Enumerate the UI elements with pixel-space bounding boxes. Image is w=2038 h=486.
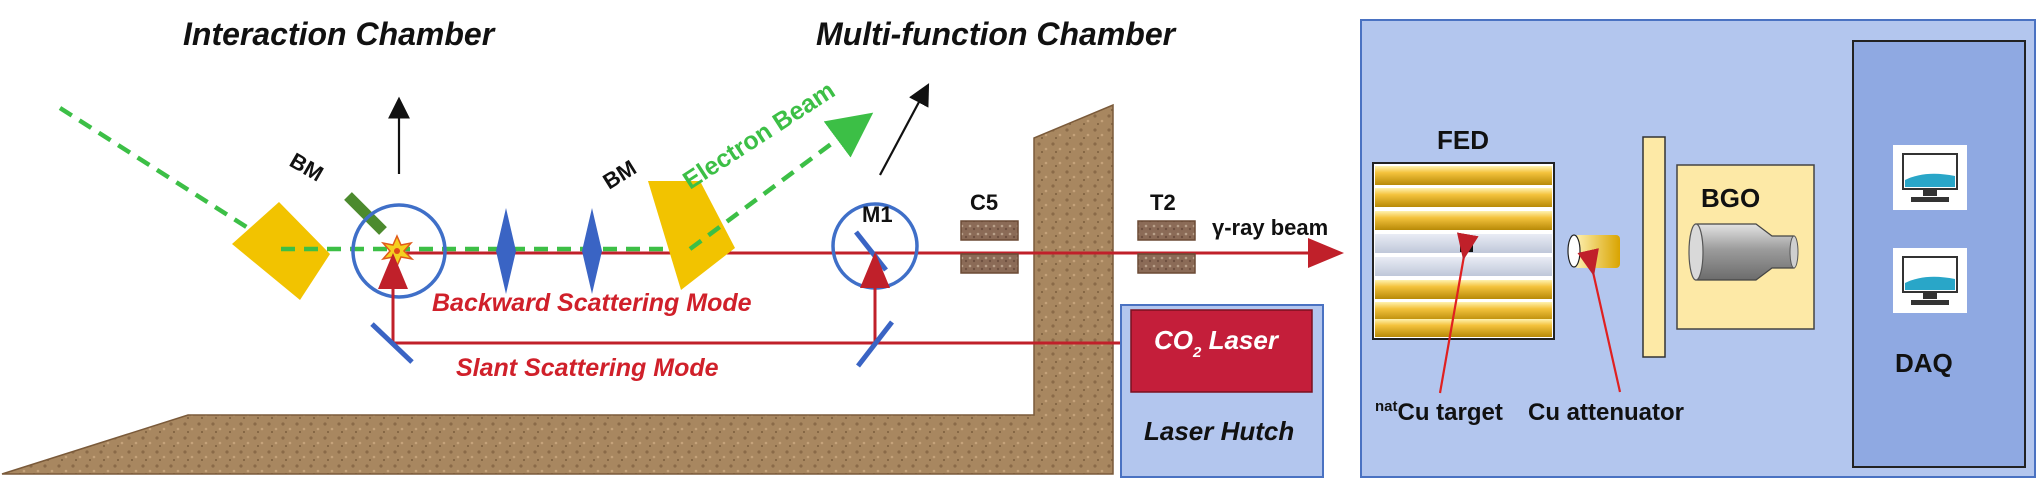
electron-beam-label: Electron Beam bbox=[678, 76, 840, 195]
electron-beam-incoming bbox=[58, 106, 283, 251]
daq-label: DAQ bbox=[1895, 348, 1953, 378]
backward-scattering-mode-label: Backward Scattering Mode bbox=[432, 289, 752, 317]
attenuator-pointer-line bbox=[1577, 248, 1622, 393]
arrow-up-icon bbox=[879, 83, 930, 176]
bending-magnet-right bbox=[648, 181, 735, 290]
collimator-t2-bottom bbox=[1137, 253, 1196, 274]
monitor-icon bbox=[1893, 248, 1967, 313]
bgo-label: BGO bbox=[1701, 183, 1760, 213]
electron-beam-outgoing bbox=[688, 112, 874, 251]
multifunction-chamber-title: Multi-function Chamber bbox=[816, 16, 1177, 52]
lens-1 bbox=[496, 208, 516, 294]
collimator-t2-top bbox=[1137, 220, 1196, 241]
co2-laser-label: CO2 Laser bbox=[1154, 325, 1280, 361]
fed-rods bbox=[1375, 166, 1552, 337]
gamma-ray-beam-label: γ-ray beam bbox=[1212, 215, 1328, 240]
shielding-ground bbox=[1, 103, 1114, 475]
mirror-backward bbox=[370, 322, 414, 364]
cu-attenuator-face bbox=[1567, 234, 1581, 268]
collimator-c5-bottom bbox=[960, 253, 1019, 274]
collimator-c5-top bbox=[960, 220, 1019, 241]
monitor-icon bbox=[1893, 145, 1967, 210]
bm-right-label: BM bbox=[598, 155, 640, 194]
beam-dump-block bbox=[344, 192, 387, 235]
t2-label: T2 bbox=[1150, 190, 1176, 215]
interaction-chamber-ring bbox=[351, 203, 447, 299]
interaction-chamber-title: Interaction Chamber bbox=[183, 16, 496, 52]
fed-label: FED bbox=[1437, 125, 1489, 155]
cu-attenuator bbox=[1574, 235, 1620, 268]
cu-target-label: natCu target bbox=[1375, 398, 1503, 426]
co2-laser-box bbox=[1130, 309, 1313, 393]
cu-attenuator-label: Cu attenuator bbox=[1528, 399, 1684, 426]
m1-label: M1 bbox=[862, 202, 893, 227]
laser-hutch-label: Laser Hutch bbox=[1144, 416, 1294, 446]
target-pointer-line bbox=[1438, 232, 1479, 394]
lens-2 bbox=[582, 208, 602, 294]
cu-target-square bbox=[1460, 239, 1473, 252]
bgo-detector bbox=[1688, 223, 1799, 281]
mirror-slant bbox=[856, 320, 894, 368]
shielding-plate bbox=[1642, 136, 1666, 358]
mirror-m1 bbox=[854, 230, 888, 272]
bm-left-label: BM bbox=[286, 148, 328, 187]
slant-scattering-mode-label: Slant Scattering Mode bbox=[456, 354, 719, 382]
c5-label: C5 bbox=[970, 190, 998, 215]
